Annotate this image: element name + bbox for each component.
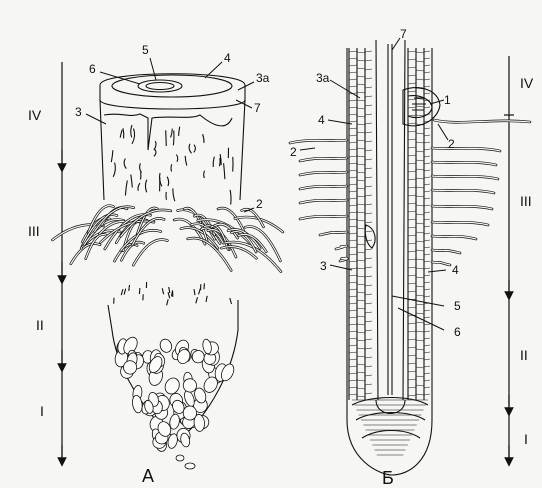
hair-fragment bbox=[111, 150, 113, 162]
hair-fragment bbox=[169, 287, 170, 293]
hair-fragment bbox=[145, 180, 146, 193]
hair-fragment bbox=[120, 130, 122, 138]
cap-cell bbox=[162, 376, 181, 397]
hair-fragment bbox=[230, 190, 231, 205]
cap-cell bbox=[202, 338, 213, 354]
hair-fragment bbox=[230, 298, 232, 304]
hair-fragment bbox=[166, 130, 167, 146]
panel-b: IV III II I bbox=[290, 27, 534, 488]
panel-title-b: Б bbox=[382, 468, 394, 488]
hair-fragment bbox=[140, 163, 142, 172]
zone-label-a-ii: II bbox=[36, 317, 44, 333]
hair-fragment bbox=[224, 163, 225, 179]
zone-axis-b: IV III II I bbox=[504, 56, 534, 462]
hair-fragment bbox=[125, 181, 127, 196]
zone-label-b-i: I bbox=[524, 431, 528, 447]
cap-cell bbox=[176, 455, 184, 461]
hair-fragment bbox=[189, 144, 191, 154]
hair-fragment bbox=[124, 159, 126, 169]
zone-label-a-i: I bbox=[40, 403, 44, 419]
cap-cell bbox=[185, 463, 195, 469]
hair-fragment bbox=[113, 163, 115, 177]
label-b-6: 6 bbox=[454, 325, 461, 339]
hair-fragment bbox=[199, 288, 201, 294]
label-b-2-right: 2 bbox=[448, 137, 455, 151]
zone-axis-a: IV III II I bbox=[28, 62, 62, 462]
cap-cell bbox=[131, 395, 143, 414]
zone-label-b-iii: III bbox=[520, 193, 532, 209]
label-a-7: 7 bbox=[254, 101, 261, 115]
hair-fragment bbox=[124, 289, 126, 295]
zone-label-b-ii: II bbox=[520, 347, 528, 363]
hair-fragment bbox=[213, 157, 214, 167]
hair-fragment bbox=[171, 164, 172, 171]
zone-label-b-iv: IV bbox=[520, 75, 534, 91]
label-a-4: 4 bbox=[224, 51, 231, 65]
hair-fragment bbox=[194, 289, 195, 295]
panel-title-a: А bbox=[142, 466, 154, 486]
hair-fragment bbox=[185, 156, 187, 166]
label-b-7: 7 bbox=[400, 27, 407, 41]
hair-fragment bbox=[203, 134, 204, 143]
hair-fragment bbox=[171, 129, 173, 138]
hair-fragment bbox=[138, 183, 140, 191]
hair-fragment bbox=[220, 158, 221, 166]
hair-fragment bbox=[131, 125, 132, 137]
label-b-4-top: 4 bbox=[318, 113, 325, 127]
hair-fragment bbox=[204, 171, 205, 178]
hair-fragment bbox=[173, 131, 174, 146]
zone-label-a-iv: IV bbox=[28, 107, 42, 123]
hair-fragment bbox=[131, 175, 133, 188]
label-a-3: 3 bbox=[75, 105, 82, 119]
hair-fragment bbox=[176, 155, 177, 162]
hair-fragment bbox=[173, 188, 175, 201]
hair-fragment bbox=[206, 296, 207, 302]
hair-fragment bbox=[194, 145, 196, 153]
cap-cell bbox=[183, 406, 197, 420]
hair-fragment bbox=[154, 141, 156, 150]
label-a-3a: 3а bbox=[256, 71, 270, 85]
root-cap-cells-a bbox=[114, 335, 236, 469]
root-hairs-a bbox=[53, 206, 283, 306]
label-a-2: 2 bbox=[256, 197, 263, 211]
hair-fragment bbox=[179, 127, 180, 136]
label-b-1: 1 bbox=[444, 93, 451, 107]
hair-fragment bbox=[154, 150, 156, 157]
label-b-2-left: 2 bbox=[290, 145, 297, 159]
cell-grid-b bbox=[349, 48, 430, 455]
label-a-6: 6 bbox=[89, 62, 96, 76]
zone-label-a-iii: III bbox=[28, 223, 40, 239]
cap-cell bbox=[158, 338, 173, 355]
hair-fragment bbox=[196, 297, 198, 303]
label-b-4-bottom: 4 bbox=[452, 263, 459, 277]
hair-fragment bbox=[123, 128, 124, 138]
hair-fragment bbox=[167, 299, 169, 305]
label-a-5: 5 bbox=[142, 43, 149, 57]
hair-fragment bbox=[139, 288, 140, 294]
root-section-b bbox=[347, 40, 440, 475]
panel-a: IV III II I bbox=[28, 43, 283, 486]
root-hairs-b bbox=[290, 120, 530, 265]
hair-fragments-a bbox=[111, 125, 233, 204]
label-b-5: 5 bbox=[454, 299, 461, 313]
label-b-3: 3 bbox=[320, 259, 327, 273]
hair-fragment bbox=[167, 177, 169, 186]
hair-fragment bbox=[132, 129, 135, 144]
label-b-3a: 3а bbox=[316, 71, 330, 85]
hair-fragment bbox=[168, 292, 170, 298]
hair-fragment bbox=[121, 289, 123, 295]
hair-fragment bbox=[162, 288, 163, 294]
hair-fragment bbox=[129, 285, 130, 291]
